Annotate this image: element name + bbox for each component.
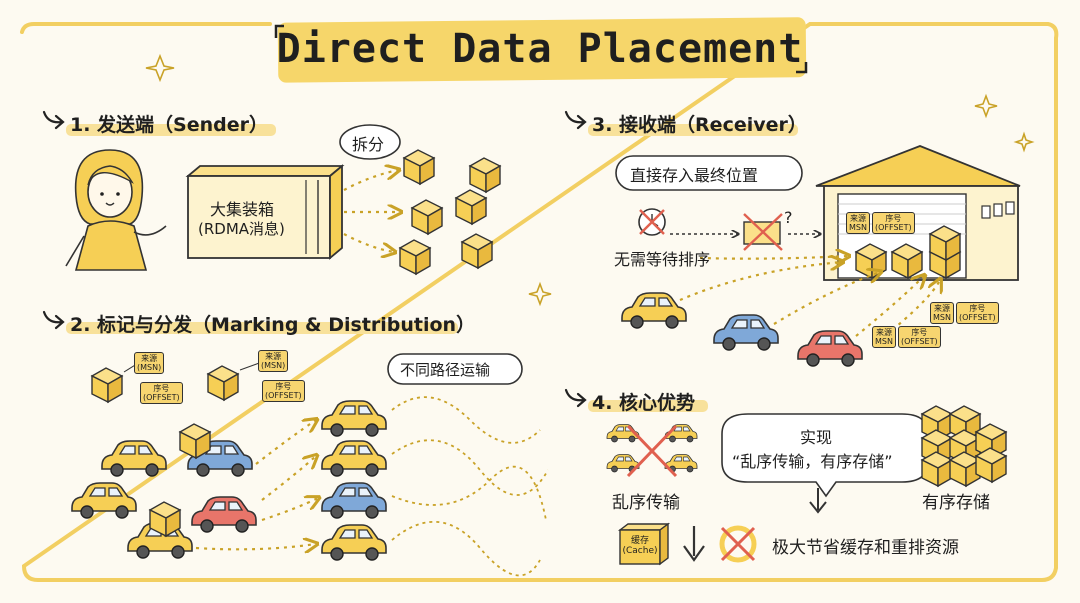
tag-source: 来源 (MSN) xyxy=(258,350,289,372)
section-arrow-icon xyxy=(42,110,587,408)
reorder-crossed-icon xyxy=(719,525,757,563)
place-bubble: 直接存入最终位置 xyxy=(630,166,759,185)
clock-crossed-icon xyxy=(638,208,666,236)
tag-offset: 序号 (OFFSET) xyxy=(872,212,915,234)
tag-source: 来源 MSN xyxy=(930,302,954,324)
tag-source: 来源 MSN xyxy=(872,326,896,348)
in-order-label: 有序存储 xyxy=(922,493,990,513)
section-title-advantages: 4. 核心优势 xyxy=(592,392,696,414)
saving-label: 极大节省缓存和重排资源 xyxy=(772,538,959,558)
advantage-bubble-line1: 实现 xyxy=(800,428,833,447)
container-sublabel: (RDMA消息) xyxy=(198,220,285,238)
down-arrow-icon xyxy=(683,526,705,562)
tag-offset: 序号 (OFFSET) xyxy=(140,382,183,404)
page-title: Direct Data Placement xyxy=(276,26,804,72)
sorting-crossed-icon xyxy=(743,213,783,251)
tag-offset: 序号 (OFFSET) xyxy=(898,326,941,348)
sparkle-icon xyxy=(145,53,1035,307)
section-title-receiver: 3. 接收端（Receiver） xyxy=(592,114,807,136)
no-wait-label: 无需等待排序 xyxy=(614,250,711,269)
tag-offset: 序号 (OFFSET) xyxy=(956,302,999,324)
shipping-container xyxy=(185,164,345,260)
stacked-boxes-icon xyxy=(921,405,1007,487)
cache-box-icon xyxy=(617,522,671,566)
cache-label: 缓存 (Cache) xyxy=(622,536,658,556)
routes-bubble: 不同路径运输 xyxy=(400,361,491,379)
container-label: 大集装箱 xyxy=(210,200,275,219)
advantage-bubble-line2: “乱序传输，有序存储” xyxy=(732,452,893,471)
section-title-marking: 2. 标记与分发（Marking & Distribution） xyxy=(70,314,476,336)
out-of-order-cars-icon xyxy=(606,424,698,478)
question-mark: ? xyxy=(784,208,793,227)
tag-source: 来源 MSN xyxy=(846,212,870,234)
section-title-sender: 1. 发送端（Sender） xyxy=(70,114,269,136)
tag-offset: 序号 (OFFSET) xyxy=(262,380,305,402)
girl-illustration xyxy=(65,149,167,271)
split-bubble: 拆分 xyxy=(352,135,385,154)
out-of-order-label: 乱序传输 xyxy=(612,493,680,513)
tag-source: 来源 (MSN) xyxy=(134,352,165,374)
